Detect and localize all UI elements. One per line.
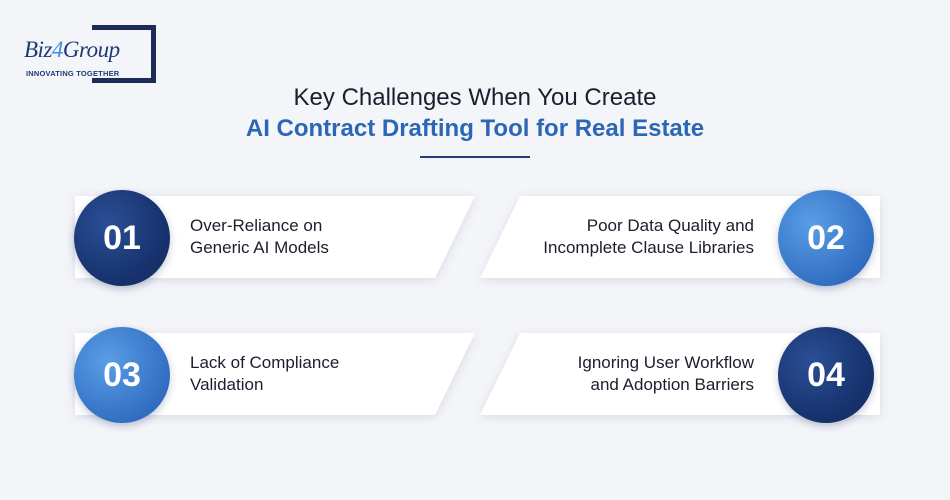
challenge-number-badge-04: 04 — [778, 327, 874, 423]
challenge-line-2: Generic AI Models — [190, 238, 329, 257]
challenge-text: Lack of Compliance Validation — [190, 333, 470, 415]
challenge-number-badge-01: 01 — [74, 190, 170, 286]
logo-suffix: Group — [62, 37, 120, 62]
title-line-2: AI Contract Drafting Tool for Real Estat… — [245, 115, 705, 142]
challenge-text: Poor Data Quality and Incomplete Clause … — [474, 196, 754, 278]
logo-four: 4 — [51, 37, 64, 62]
challenge-line-1: Lack of Compliance — [190, 353, 340, 372]
challenge-number-badge-02: 02 — [778, 190, 874, 286]
challenge-line-2: and Adoption Barriers — [590, 375, 755, 394]
challenge-line-1: Poor Data Quality and — [586, 216, 754, 235]
logo-tagline: INNOVATING TOGETHER — [26, 69, 120, 78]
challenge-line-1: Over-Reliance on — [190, 216, 323, 235]
logo-frame-bottom — [92, 78, 114, 83]
challenge-line-1: Ignoring User Workflow — [577, 353, 754, 372]
logo-wordmark: Biz4Group — [24, 37, 120, 63]
logo-prefix: Biz — [24, 37, 52, 62]
brand-logo: Biz4Group INNOVATING TOGETHER — [22, 25, 156, 83]
challenge-text: Over-Reliance on Generic AI Models — [190, 196, 470, 278]
challenge-number-badge-03: 03 — [74, 327, 170, 423]
logo-frame-top — [92, 25, 114, 30]
challenge-line-2: Incomplete Clause Libraries — [543, 238, 754, 257]
title-divider — [420, 156, 530, 158]
challenge-line-2: Validation — [190, 375, 264, 394]
challenge-text: Ignoring User Workflow and Adoption Barr… — [474, 333, 754, 415]
page-title: Key Challenges When You Create AI Contra… — [0, 83, 950, 145]
logo-frame — [112, 25, 156, 83]
title-line-1: Key Challenges When You Create — [293, 84, 657, 111]
